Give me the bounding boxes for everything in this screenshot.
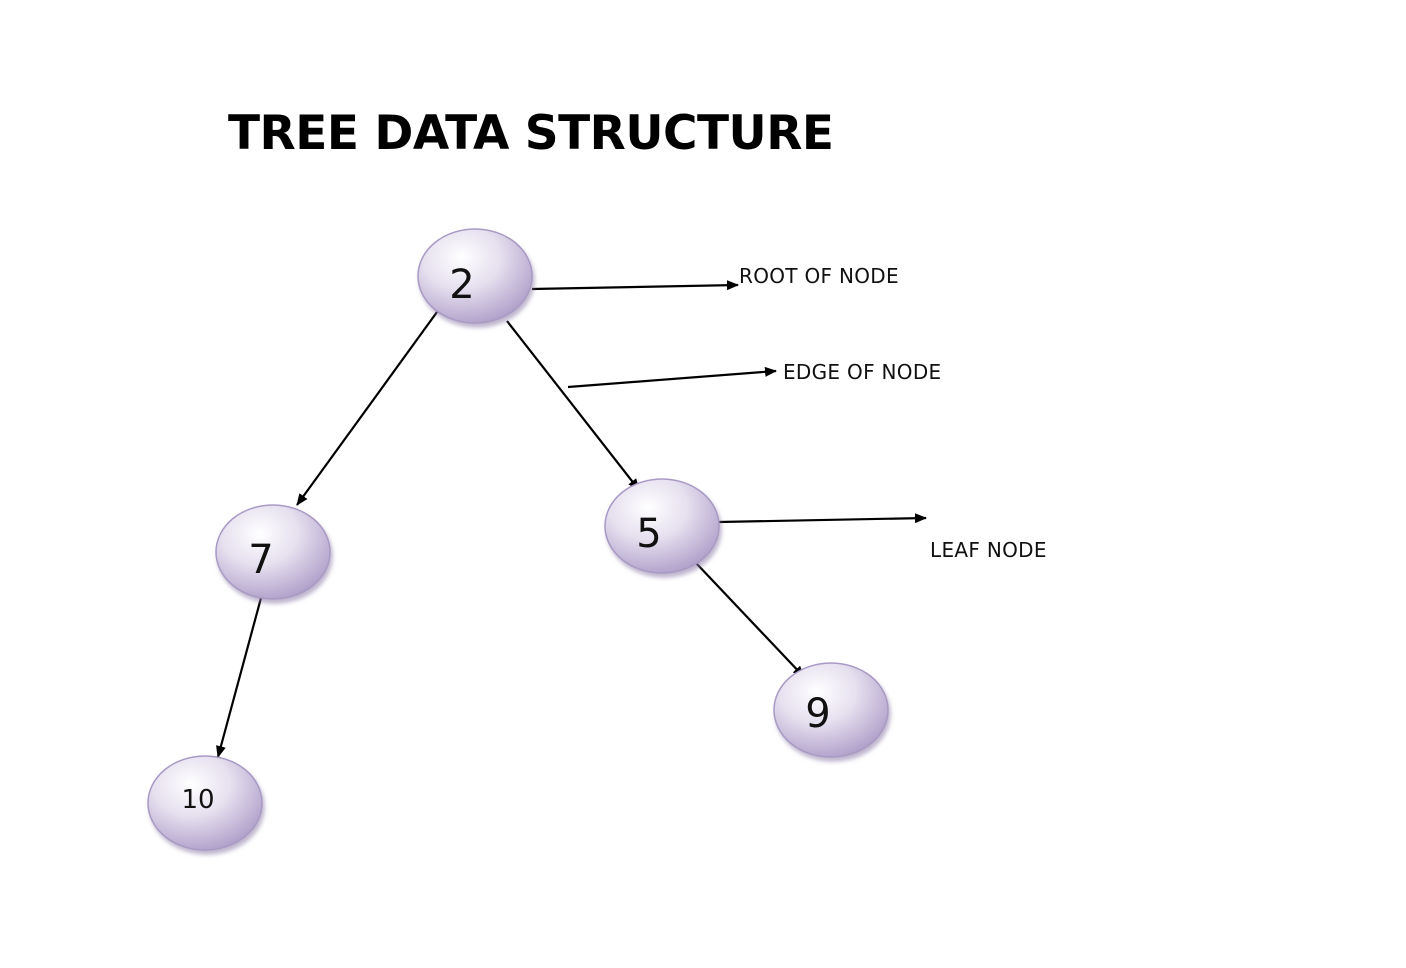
callout-label-leaf: LEAF NODE (930, 538, 1047, 562)
tree-node-right-grandchild: 9 (773, 662, 889, 758)
callout-label-edge: EDGE OF NODE (783, 360, 942, 384)
tree-node-left-grandchild: 10 (147, 755, 263, 851)
edge-2-to-5 (506, 320, 640, 491)
node-label-left-grandchild: 10 (181, 785, 214, 815)
tree-node-root: 2 (417, 228, 533, 324)
callout-arrow-leaf (718, 513, 927, 524)
edge-7-to-10 (216, 597, 263, 758)
edge-5-to-9 (695, 562, 805, 678)
node-label-right: 5 (636, 511, 661, 557)
diagram-title: TREE DATA STRUCTURE (228, 106, 834, 161)
callout-arrow-root (531, 280, 739, 291)
edge-2-to-7 (296, 311, 438, 506)
tree-node-right: 5 (604, 478, 720, 574)
callout-arrow-edge (567, 366, 777, 389)
node-label-left: 7 (248, 537, 273, 583)
tree-node-left: 7 (215, 504, 331, 600)
callout-label-root: ROOT OF NODE (739, 264, 899, 288)
node-label-right-grandchild: 9 (805, 691, 830, 737)
node-label-root: 2 (449, 262, 474, 308)
